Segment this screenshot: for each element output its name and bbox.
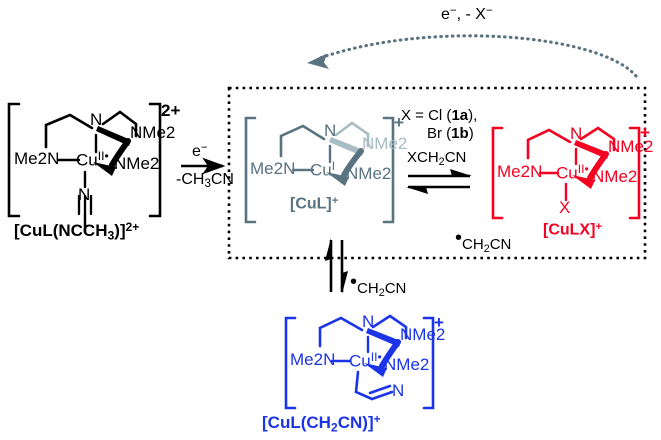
equilibrium-condition-line1: X = Cl (1a), bbox=[401, 107, 478, 124]
start-donor-me2n: Me2N bbox=[14, 149, 60, 168]
culch2cn-metal-center: CuII• bbox=[349, 350, 382, 371]
radical-annotation-in-box: •CH2CN bbox=[455, 227, 512, 256]
cul-species-label: [CuL]+ bbox=[290, 195, 339, 213]
culx-species-label: [CuLX]+ bbox=[543, 221, 602, 239]
start-donor-nme2-lower: NMe2 bbox=[114, 154, 160, 173]
cul-donor-n-apex: N bbox=[324, 121, 337, 140]
start-donor-n-apex: N bbox=[90, 110, 103, 129]
structure-cul-ch2cn bbox=[284, 314, 435, 410]
culx-axial-ligand-x: X bbox=[559, 198, 571, 217]
culch2cn-donor-nme2-upper: NMe2 bbox=[400, 325, 446, 344]
start-metal-center: CuII• bbox=[76, 149, 109, 170]
start-species-label: [CuL(NCCH3)]2+ bbox=[14, 220, 140, 243]
top-feedback-dotted-arrow bbox=[307, 34, 638, 78]
equilibrium-reagent-xch2cn: XCH2CN bbox=[407, 149, 467, 169]
culch2cn-bracket-charge: + bbox=[434, 313, 444, 332]
vertical-equilibrium-radical-label: •CH2CN bbox=[350, 271, 407, 300]
culx-bracket-charge: + bbox=[640, 123, 650, 142]
culx-donor-nme2-lower: NMe2 bbox=[592, 167, 638, 186]
culch2cn-nitrile-n: N bbox=[392, 381, 405, 400]
culch2cn-species-label: [CuL(CH2CN)]+ bbox=[262, 412, 381, 435]
structure-cul-ncch3 bbox=[7, 102, 162, 234]
equilibrium-arrows-vertical bbox=[325, 238, 348, 294]
culx-metal-center: CuII• bbox=[556, 162, 589, 183]
cul-donor-nme2-upper: NMe2 bbox=[362, 134, 408, 153]
start-donor-nme2-upper: NMe2 bbox=[130, 123, 176, 142]
cul-metal-center: CuI bbox=[310, 159, 336, 180]
reduction-arrow-above-label: e− bbox=[192, 142, 208, 161]
culx-donor-nme2-upper: NMe2 bbox=[608, 137, 654, 156]
reduction-arrow-below-label: -CH3CN bbox=[176, 171, 234, 191]
structure-culx bbox=[491, 126, 641, 220]
start-axial-ligand-n: N bbox=[78, 185, 91, 204]
equilibrium-condition-line2: Br (1b) bbox=[427, 125, 474, 142]
culch2cn-donor-n-apex: N bbox=[362, 312, 375, 331]
top-feedback-label: e−, - X− bbox=[441, 5, 493, 24]
cul-donor-nme2-lower: NMe2 bbox=[346, 164, 392, 183]
structure-cul bbox=[244, 116, 395, 224]
start-bracket-charge: 2+ bbox=[161, 101, 181, 120]
cul-bracket-charge: + bbox=[394, 113, 404, 132]
equilibrium-arrows-horizontal bbox=[406, 169, 472, 194]
culx-donor-me2n: Me2N bbox=[497, 162, 543, 181]
culch2cn-donor-nme2-lower: NMe2 bbox=[384, 355, 430, 374]
culch2cn-donor-me2n: Me2N bbox=[290, 350, 336, 369]
cul-donor-me2n: Me2N bbox=[250, 159, 296, 178]
culx-donor-n-apex: N bbox=[570, 124, 583, 143]
